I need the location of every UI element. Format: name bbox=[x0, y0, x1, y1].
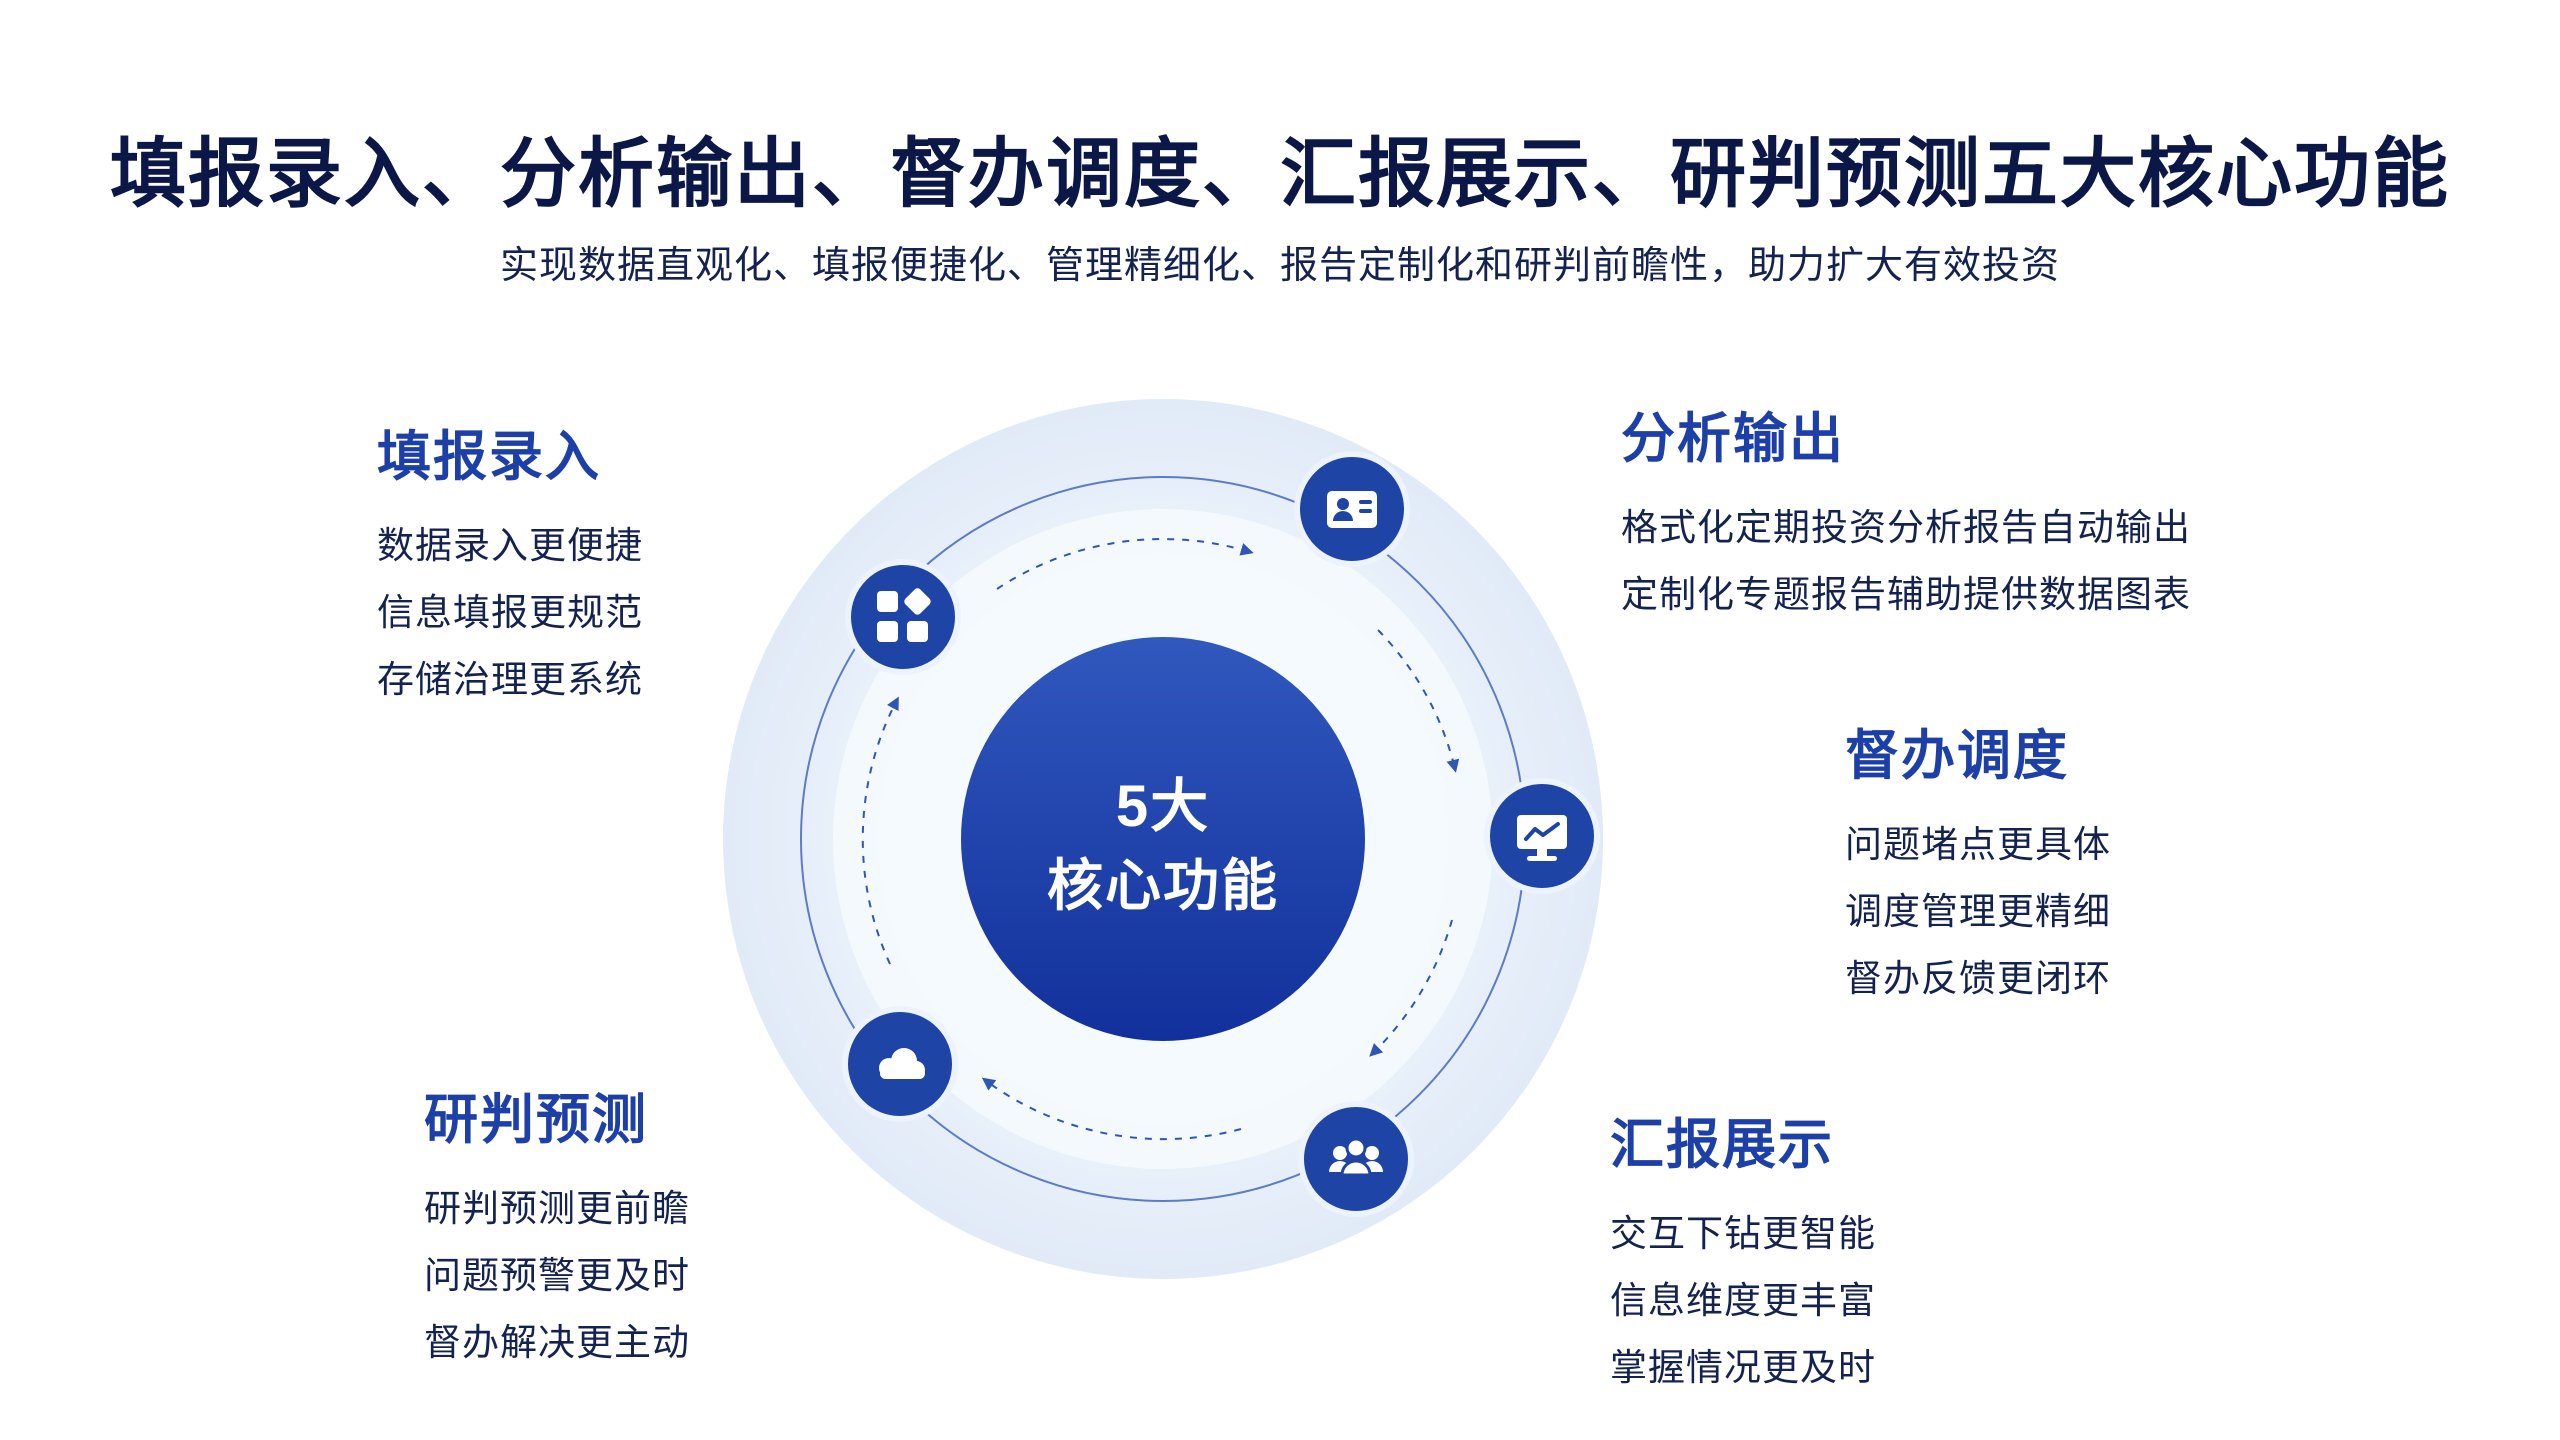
section-item: 格式化定期投资分析报告自动输出 bbox=[1621, 507, 2191, 548]
section-title-tianbao-luru: 填报录入 bbox=[377, 427, 601, 487]
node-fenxi-shuchu bbox=[1294, 451, 1410, 567]
section-item: 掌握情况更及时 bbox=[1610, 1346, 1876, 1388]
section-title-duban-diaodu: 督办调度 bbox=[1845, 726, 2069, 786]
section-item: 定制化专题报告辅助提供数据图表 bbox=[1621, 573, 2191, 615]
node-huibao-zhanshi bbox=[1298, 1101, 1414, 1217]
flow-arrows bbox=[861, 538, 1460, 1141]
section-item: 信息维度更丰富 bbox=[1610, 1279, 1876, 1321]
center-label-line1: 5大 bbox=[1116, 774, 1210, 839]
node-yanpan-yuce bbox=[842, 1006, 958, 1122]
section-item: 信息填报更规范 bbox=[377, 591, 643, 633]
arrow-arc-5 bbox=[861, 696, 899, 965]
section-tianbao-luru: 填报录入 数据录入更便捷 信息填报更规范 存储治理更系统 bbox=[377, 412, 643, 728]
section-yanpan-yuce: 研判预测 研判预测更前瞻 问题预警更及时 督办解决更主动 bbox=[424, 1075, 690, 1391]
section-item: 交互下钻更智能 bbox=[1610, 1213, 1876, 1254]
modules-icon bbox=[877, 588, 931, 642]
section-item: 问题堵点更具体 bbox=[1845, 824, 2111, 865]
arrow-arc-3 bbox=[1369, 919, 1453, 1057]
section-fenxi-shuchu: 分析输出 格式化定期投资分析报告自动输出 定制化专题报告辅助提供数据图表 bbox=[1621, 394, 2191, 643]
section-item: 调度管理更精细 bbox=[1845, 890, 2111, 932]
node-duban-diaodu bbox=[1484, 778, 1600, 894]
section-duban-diaodu: 督办调度 问题堵点更具体 调度管理更精细 督办反馈更闭环 bbox=[1845, 711, 2111, 1027]
page-title: 填报录入、分析输出、督办调度、汇报展示、研判预测五大核心功能 bbox=[110, 132, 2450, 217]
arrow-arc-2 bbox=[1377, 629, 1460, 773]
id-card-icon bbox=[1327, 491, 1377, 528]
people-icon bbox=[1329, 1137, 1383, 1177]
section-item: 督办解决更主动 bbox=[424, 1321, 690, 1363]
center-label-line2: 核心功能 bbox=[1047, 854, 1279, 917]
arrow-arc-1 bbox=[996, 538, 1254, 590]
section-item: 研判预测更前瞻 bbox=[424, 1188, 690, 1229]
section-title-huibao-zhanshi: 汇报展示 bbox=[1610, 1115, 1834, 1175]
monitor-chart-icon bbox=[1517, 815, 1567, 861]
section-title-fenxi-shuchu: 分析输出 bbox=[1621, 409, 1845, 469]
section-item: 存储治理更系统 bbox=[377, 658, 643, 700]
core-functions-diagram: 5大 核心功能 bbox=[723, 399, 1603, 1279]
center-circle: 5大 核心功能 bbox=[961, 637, 1365, 1041]
page-subtitle: 实现数据直观化、填报便捷化、管理精细化、报告定制化和研判前瞻性，助力扩大有效投资 bbox=[499, 245, 2060, 287]
section-huibao-zhanshi: 汇报展示 交互下钻更智能 信息维度更丰富 掌握情况更及时 bbox=[1610, 1100, 1876, 1416]
arrow-arc-4 bbox=[981, 1077, 1242, 1141]
section-title-yanpan-yuce: 研判预测 bbox=[424, 1090, 648, 1150]
section-item: 问题预警更及时 bbox=[424, 1254, 690, 1296]
section-item: 督办反馈更闭环 bbox=[1845, 957, 2111, 999]
node-tianbao-luru bbox=[845, 559, 961, 675]
cloud-icon bbox=[879, 1048, 925, 1079]
section-item: 数据录入更便捷 bbox=[377, 525, 643, 566]
